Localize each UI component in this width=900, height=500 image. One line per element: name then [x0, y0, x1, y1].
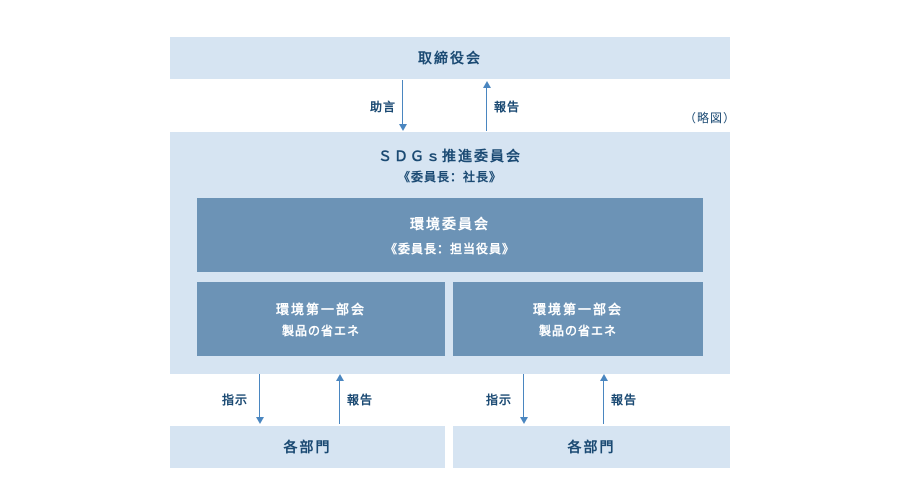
sdgs-committee-title: ＳＤＧｓ推進委員会 [378, 148, 522, 164]
schematic-note: （略図） [684, 111, 737, 125]
department-box-left: 各部門 [170, 426, 445, 468]
department-left-label: 各部門 [283, 439, 332, 455]
subcommittee-box-right: 環境第一部会 製品の省エネ [453, 282, 703, 356]
instruction-down-arrow-left [256, 374, 264, 424]
report-label-right: 報告 [611, 393, 638, 407]
subcommittee-right-subtitle: 製品の省エネ [538, 324, 617, 338]
report-up-arrow [483, 81, 491, 131]
subcommittee-left-subtitle: 製品の省エネ [281, 324, 360, 338]
sdgs-committee-chair: 《委員長：社長》 [397, 170, 502, 184]
subcommittee-box-left: 環境第一部会 製品の省エネ [197, 282, 445, 356]
board-of-directors-label: 取締役会 [418, 50, 482, 66]
report-up-arrow-left [336, 374, 344, 424]
instruction-label-left: 指示 [221, 393, 248, 407]
report-label-top: 報告 [494, 100, 521, 114]
env-committee-title: 環境委員会 [410, 215, 490, 232]
report-up-arrow-right [600, 374, 608, 424]
report-label-left: 報告 [347, 393, 374, 407]
department-box-right: 各部門 [453, 426, 730, 468]
instruction-down-arrow-right [520, 374, 528, 424]
instruction-label-right: 指示 [485, 393, 512, 407]
board-of-directors-box: 取締役会 [170, 37, 730, 79]
subcommittee-right-title: 環境第一部会 [532, 302, 623, 317]
subcommittee-left-title: 環境第一部会 [275, 302, 366, 317]
advice-label: 助言 [369, 100, 396, 114]
advice-down-arrow [399, 80, 407, 131]
department-right-label: 各部門 [567, 439, 616, 455]
env-committee-chair: 《委員長：担当役員》 [384, 241, 515, 256]
env-committee-box: 環境委員会 《委員長：担当役員》 [197, 198, 703, 272]
